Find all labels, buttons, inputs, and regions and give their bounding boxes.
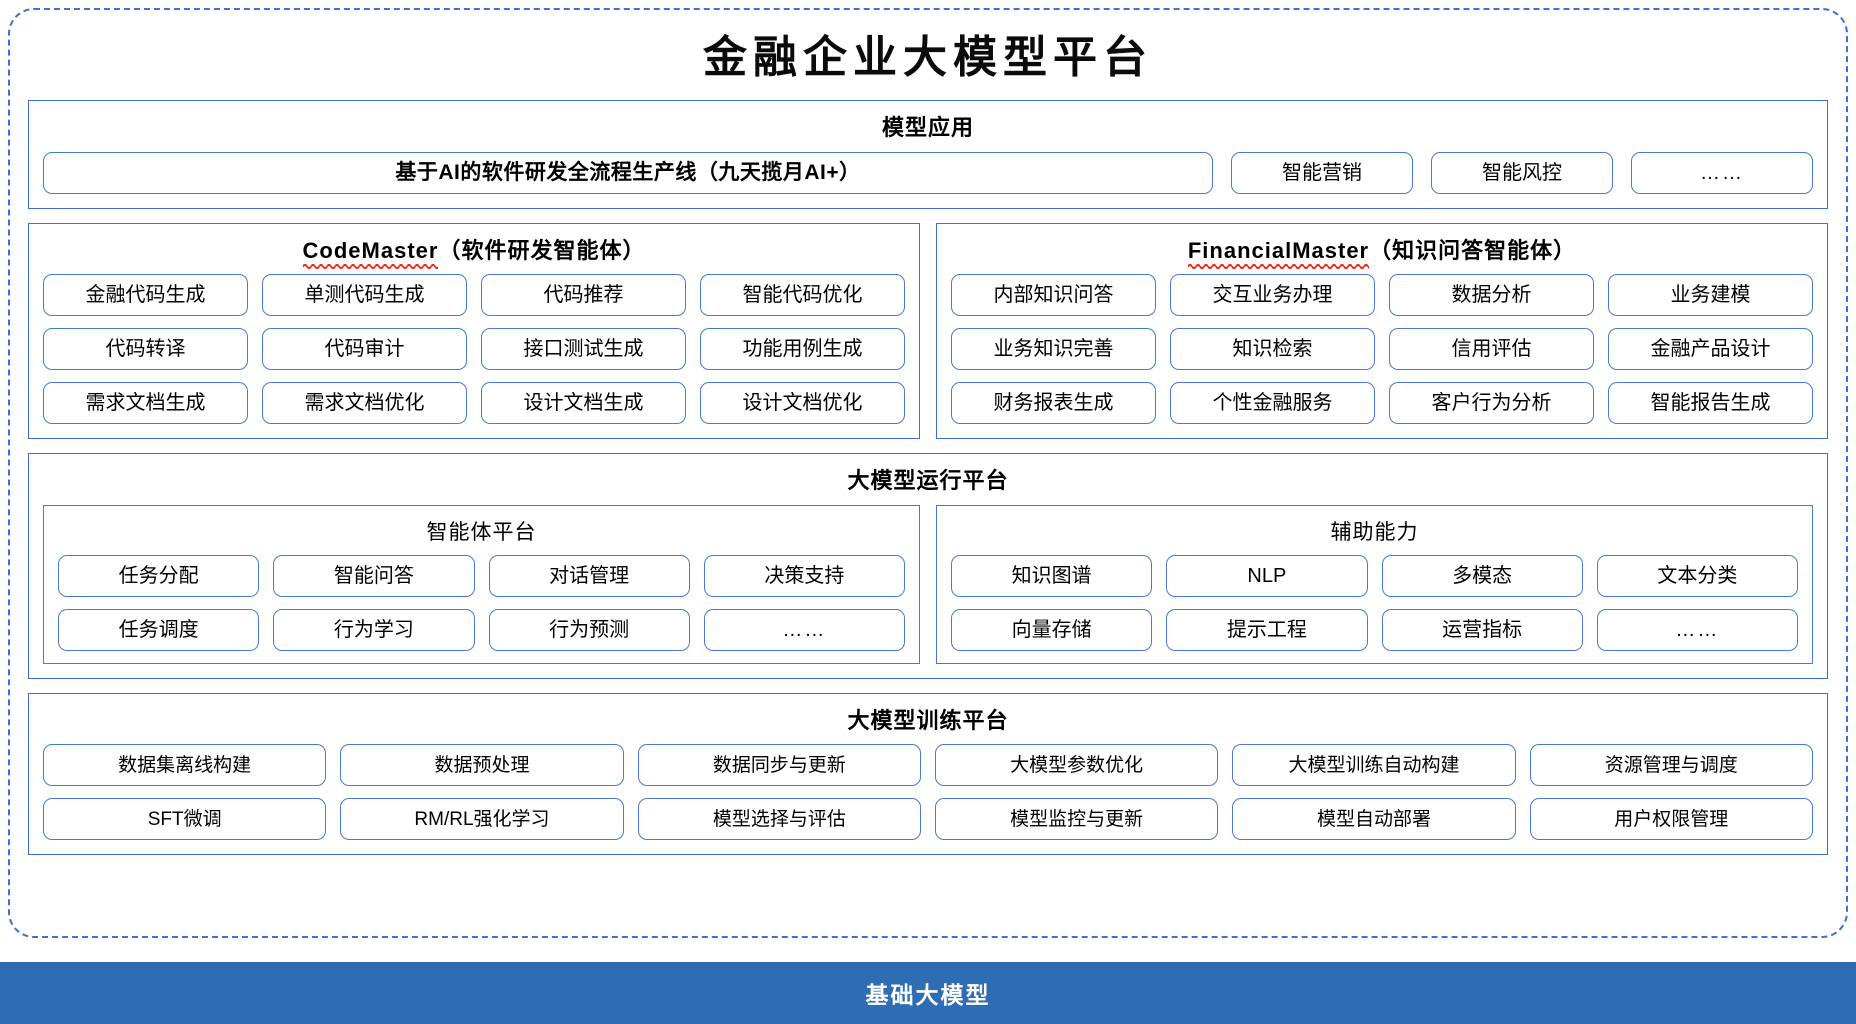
pill-train-0-1[interactable]: 数据预处理 bbox=[340, 744, 624, 786]
pill-train-0-4[interactable]: 大模型训练自动构建 bbox=[1232, 744, 1516, 786]
pill-financialmaster-1-1[interactable]: 知识检索 bbox=[1170, 328, 1375, 370]
section-train-platform: 大模型训练平台 数据集离线构建 数据预处理 数据同步与更新 大模型参数优化 大模… bbox=[28, 692, 1828, 855]
pill-agent-platform-1-2[interactable]: 行为预测 bbox=[488, 608, 690, 651]
pill-agent-platform-0-2[interactable]: 对话管理 bbox=[488, 554, 690, 597]
pill-train-0-3[interactable]: 大模型参数优化 bbox=[934, 744, 1219, 786]
codemaster-name-cn: （软件研发智能体） bbox=[438, 237, 646, 263]
pill-codemaster-1-1[interactable]: 代码审计 bbox=[262, 328, 467, 370]
pill-train-0-0[interactable]: 数据集离线构建 bbox=[43, 744, 327, 786]
pill-auxiliary-1-0[interactable]: 向量存储 bbox=[951, 608, 1153, 651]
pill-financialmaster-2-1[interactable]: 个性金融服务 bbox=[1170, 382, 1375, 424]
subsection-title-agent-platform: 智能体平台 bbox=[426, 520, 537, 544]
pill-auxiliary-0-3[interactable]: 文本分类 bbox=[1596, 554, 1798, 597]
base-model-label: 基础大模型 bbox=[865, 982, 991, 1008]
section-title-model-application: 模型应用 bbox=[881, 115, 974, 140]
base-model-bar: 基础大模型 bbox=[0, 962, 1856, 1024]
page-title: 金融企业大模型平台 bbox=[703, 32, 1153, 83]
codemaster-row-1: 金融代码生成 单测代码生成 代码推荐 智能代码优化 bbox=[43, 274, 905, 316]
financialmaster-name-en: FinancialMaster bbox=[1187, 237, 1370, 272]
pill-agent-platform-1-0[interactable]: 任务调度 bbox=[58, 608, 260, 651]
pill-agent-platform-more[interactable]: …… bbox=[703, 608, 905, 651]
financialmaster-row-1: 内部知识问答 交互业务办理 数据分析 业务建模 bbox=[951, 274, 1813, 316]
pill-agent-platform-0-0[interactable]: 任务分配 bbox=[58, 554, 260, 597]
section-codemaster: CodeMaster（软件研发智能体） 金融代码生成 单测代码生成 代码推荐 智… bbox=[28, 222, 920, 439]
pill-agent-platform-0-3[interactable]: 决策支持 bbox=[703, 554, 905, 597]
pill-train-1-2[interactable]: 模型选择与评估 bbox=[637, 798, 921, 840]
section-model-application: 模型应用 基于AI的软件研发全流程生产线（九天揽月AI+） 智能营销 智能风控 … bbox=[28, 100, 1828, 209]
pill-codemaster-2-1[interactable]: 需求文档优化 bbox=[262, 382, 467, 424]
subsection-agent-platform: 智能体平台 任务分配 智能问答 对话管理 决策支持 任务调度 行为学习 行为预测… bbox=[43, 504, 920, 664]
auxiliary-row-2: 向量存储 提示工程 运营指标 …… bbox=[951, 608, 1798, 651]
pill-financialmaster-0-3[interactable]: 业务建模 bbox=[1608, 274, 1813, 316]
train-platform-row-2: SFT微调 RM/RL强化学习 模型选择与评估 模型监控与更新 模型自动部署 用… bbox=[43, 798, 1813, 840]
pill-train-0-5[interactable]: 资源管理与调度 bbox=[1529, 744, 1813, 786]
pill-ai-production-line[interactable]: 基于AI的软件研发全流程生产线（九天揽月AI+） bbox=[43, 151, 1213, 194]
train-platform-row-1: 数据集离线构建 数据预处理 数据同步与更新 大模型参数优化 大模型训练自动构建 … bbox=[43, 744, 1813, 786]
pill-agent-platform-1-1[interactable]: 行为学习 bbox=[273, 608, 475, 651]
pill-codemaster-1-3[interactable]: 功能用例生成 bbox=[700, 328, 905, 370]
pill-more-applications[interactable]: …… bbox=[1631, 151, 1813, 194]
pill-train-1-0[interactable]: SFT微调 bbox=[43, 798, 327, 840]
agent-platform-row-1: 任务分配 智能问答 对话管理 决策支持 bbox=[58, 554, 905, 597]
pill-train-1-4[interactable]: 模型自动部署 bbox=[1232, 798, 1516, 840]
pill-codemaster-1-2[interactable]: 接口测试生成 bbox=[481, 328, 686, 370]
model-application-row: 基于AI的软件研发全流程生产线（九天揽月AI+） 智能营销 智能风控 …… bbox=[43, 151, 1813, 194]
financialmaster-row-2: 业务知识完善 知识检索 信用评估 金融产品设计 bbox=[951, 328, 1813, 370]
pill-financialmaster-0-2[interactable]: 数据分析 bbox=[1389, 274, 1594, 316]
pill-auxiliary-0-0[interactable]: 知识图谱 bbox=[951, 554, 1153, 597]
financialmaster-row-3: 财务报表生成 个性金融服务 客户行为分析 智能报告生成 bbox=[951, 382, 1813, 424]
pill-agent-platform-0-1[interactable]: 智能问答 bbox=[273, 554, 475, 597]
subsection-title-auxiliary-capability: 辅助能力 bbox=[1330, 520, 1419, 544]
pill-auxiliary-0-2[interactable]: 多模态 bbox=[1381, 554, 1583, 597]
pill-financialmaster-0-1[interactable]: 交互业务办理 bbox=[1170, 274, 1375, 316]
agent-platform-row-2: 任务调度 行为学习 行为预测 …… bbox=[58, 608, 905, 651]
pill-codemaster-0-2[interactable]: 代码推荐 bbox=[481, 274, 686, 316]
section-title-run-platform: 大模型运行平台 bbox=[847, 468, 1009, 493]
pill-train-1-5[interactable]: 用户权限管理 bbox=[1529, 798, 1813, 840]
pill-smart-risk-control[interactable]: 智能风控 bbox=[1431, 151, 1613, 194]
pill-financialmaster-2-3[interactable]: 智能报告生成 bbox=[1608, 382, 1813, 424]
section-title-financialmaster: FinancialMaster（知识问答智能体） bbox=[951, 234, 1813, 275]
auxiliary-row-1: 知识图谱 NLP 多模态 文本分类 bbox=[951, 554, 1798, 597]
pill-auxiliary-more[interactable]: …… bbox=[1596, 608, 1798, 651]
pill-codemaster-2-0[interactable]: 需求文档生成 bbox=[43, 382, 248, 424]
pill-financialmaster-0-0[interactable]: 内部知识问答 bbox=[951, 274, 1156, 316]
section-run-platform: 大模型运行平台 智能体平台 任务分配 智能问答 对话管理 决策支持 任务调度 行… bbox=[28, 453, 1828, 679]
codemaster-row-2: 代码转译 代码审计 接口测试生成 功能用例生成 bbox=[43, 328, 905, 370]
pill-codemaster-2-3[interactable]: 设计文档优化 bbox=[700, 382, 905, 424]
codemaster-row-3: 需求文档生成 需求文档优化 设计文档生成 设计文档优化 bbox=[43, 382, 905, 424]
pill-codemaster-0-1[interactable]: 单测代码生成 bbox=[262, 274, 467, 316]
agents-row: CodeMaster（软件研发智能体） 金融代码生成 单测代码生成 代码推荐 智… bbox=[28, 222, 1828, 439]
pill-auxiliary-1-2[interactable]: 运营指标 bbox=[1381, 608, 1583, 651]
pill-smart-marketing[interactable]: 智能营销 bbox=[1231, 151, 1413, 194]
pill-codemaster-0-3[interactable]: 智能代码优化 bbox=[700, 274, 905, 316]
financialmaster-name-cn: （知识问答智能体） bbox=[1369, 237, 1577, 263]
pill-financialmaster-1-3[interactable]: 金融产品设计 bbox=[1608, 328, 1813, 370]
pill-financialmaster-1-2[interactable]: 信用评估 bbox=[1389, 328, 1594, 370]
run-platform-panels: 智能体平台 任务分配 智能问答 对话管理 决策支持 任务调度 行为学习 行为预测… bbox=[43, 504, 1813, 664]
outer-dashed-frame: 金融企业大模型平台 模型应用 基于AI的软件研发全流程生产线（九天揽月AI+） … bbox=[8, 8, 1848, 938]
pill-financialmaster-1-0[interactable]: 业务知识完善 bbox=[951, 328, 1156, 370]
pill-auxiliary-1-1[interactable]: 提示工程 bbox=[1166, 608, 1368, 651]
pill-codemaster-1-0[interactable]: 代码转译 bbox=[43, 328, 248, 370]
pill-train-0-2[interactable]: 数据同步与更新 bbox=[637, 744, 921, 786]
pill-auxiliary-0-1[interactable]: NLP bbox=[1166, 554, 1368, 597]
pill-financialmaster-2-0[interactable]: 财务报表生成 bbox=[951, 382, 1156, 424]
section-title-train-platform: 大模型训练平台 bbox=[847, 707, 1009, 733]
pill-codemaster-2-2[interactable]: 设计文档生成 bbox=[481, 382, 686, 424]
section-title-codemaster: CodeMaster（软件研发智能体） bbox=[43, 234, 905, 275]
pill-train-1-3[interactable]: 模型监控与更新 bbox=[934, 798, 1219, 840]
pill-codemaster-0-0[interactable]: 金融代码生成 bbox=[43, 274, 248, 316]
section-financialmaster: FinancialMaster（知识问答智能体） 内部知识问答 交互业务办理 数… bbox=[936, 222, 1828, 439]
subsection-auxiliary-capability: 辅助能力 知识图谱 NLP 多模态 文本分类 向量存储 提示工程 运营指标 …… bbox=[936, 504, 1813, 664]
pill-train-1-1[interactable]: RM/RL强化学习 bbox=[340, 798, 624, 840]
pill-financialmaster-2-2[interactable]: 客户行为分析 bbox=[1389, 382, 1594, 424]
codemaster-name-en: CodeMaster bbox=[302, 237, 439, 272]
